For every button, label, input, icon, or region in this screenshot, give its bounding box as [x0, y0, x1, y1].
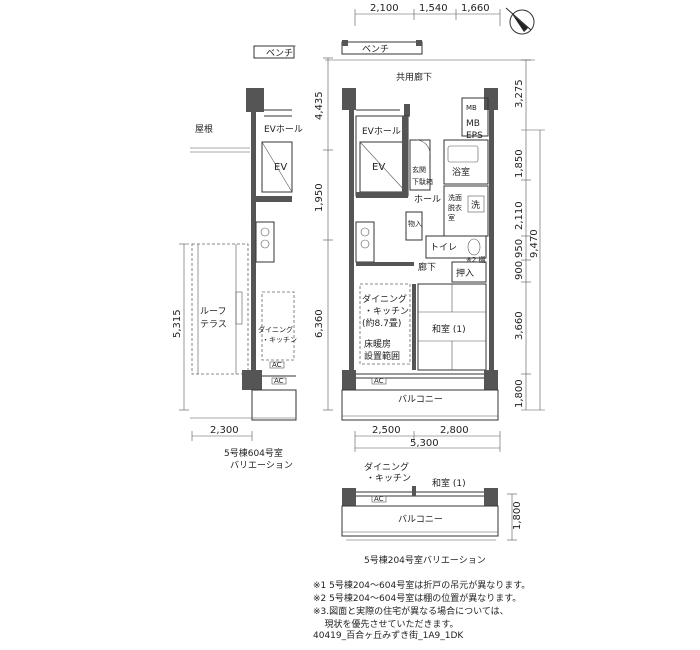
roof-terrace-label-2: テラス [200, 319, 227, 330]
variation-604-plan: ベンチ 屋根 EVホール EV ルーフ テラス ダイニング ・キッチン AC A… [172, 45, 303, 471]
dk-label-2: ・キッチン [364, 306, 409, 317]
ac-label-604a: AC [272, 361, 282, 369]
bench [341, 41, 423, 55]
top-dimension-line: 2,100 1,540 1,660 [354, 3, 501, 26]
ac-label-main: AC [374, 377, 384, 385]
dim-right-6: 3,660 [514, 311, 525, 340]
eps-label: EPS [466, 131, 483, 141]
shelf-mark-label: ※2 棚 [466, 255, 486, 264]
roof-terrace-label-1: ルーフ [200, 307, 226, 317]
note-4: 現状を優先させていただきます。 [313, 620, 459, 630]
variation-604-label-2: バリエーション [230, 460, 293, 471]
dim-right-5: 900 [514, 261, 525, 280]
hall-label: ホール [414, 194, 441, 205]
shoe-box-label: 下駄箱 [412, 177, 433, 186]
roof-label: 屋根 [195, 123, 213, 135]
dim-bottom-total: 5,300 [410, 438, 439, 449]
floor-heating-area [359, 283, 411, 365]
dim-right-total: 9,470 [529, 229, 540, 258]
north-arrow-icon [505, 7, 535, 35]
washroom-label-2: 脱衣 [448, 203, 462, 212]
ev-label: EV [372, 162, 385, 173]
footer-code: 40419_百合ヶ丘みずき街_1A9_1DK [313, 631, 464, 641]
dim-right-7: 1,800 [514, 379, 525, 408]
floor-heat-label-2: 設置範囲 [364, 350, 400, 362]
note-2: ※2 5号棟204～604号室は棚の位置が異なります。 [313, 594, 522, 604]
corridor-label: 共用廊下 [396, 71, 432, 83]
dk-604-label-1: ダイニング [258, 325, 293, 334]
note-1: ※1 5号棟204～604号室は折戸の吊元が異なります。 [313, 581, 531, 591]
dim-right-3: 2,110 [514, 201, 525, 230]
bath-label: 浴室 [452, 166, 470, 178]
left-dimension-line: 4,435 1,950 6,360 [314, 57, 333, 411]
ev-label-604: EV [274, 162, 287, 173]
dk-204-label-2: ・キッチン [366, 473, 411, 484]
variation-204-label: 5号棟204号室バリエーション [364, 554, 486, 566]
dim-604-width: 2,300 [210, 425, 239, 436]
dim-left-3: 6,360 [314, 309, 325, 338]
toilet-label: トイレ [430, 243, 457, 253]
dim-right-2: 1,850 [514, 149, 525, 178]
dim-left-1: 4,435 [314, 91, 325, 120]
note-3: ※3.図面と実際の住宅が異なる場合については、 [313, 607, 509, 617]
dim-left-2: 1,950 [314, 183, 325, 212]
ev-hall-label: EVホール [362, 126, 401, 137]
dim-604-height: 5,315 [172, 309, 183, 338]
notes-block: ※1 5号棟204～604号室は折戸の吊元が異なります。 ※2 5号棟204～6… [313, 580, 530, 632]
closet-label: 押入 [456, 267, 474, 279]
right-dimension-line: 3,275 1,850 2,110 950 900 3,660 1,800 9,… [514, 59, 545, 411]
dim-top-1: 2,100 [370, 3, 399, 14]
ac-label-204: AC [374, 495, 384, 503]
washroom-label-3: 室 [448, 213, 455, 222]
bench-label-604: ベンチ [266, 48, 293, 59]
dim-204-height: 1,800 [512, 501, 523, 530]
hallway-label: 廊下 [418, 261, 436, 273]
dim-right-4: 950 [514, 239, 525, 258]
washer-label: 洗 [471, 199, 480, 211]
dim-bottom-1: 2,500 [372, 425, 401, 436]
mb-text: MB [466, 119, 480, 129]
dk-604-label-2: ・キッチン [262, 336, 297, 344]
storage-label: 物入 [408, 219, 422, 228]
balcony-204-label: バルコニー [398, 514, 443, 525]
variation-604-label-1: 5号棟604号室 [224, 447, 283, 459]
dim-bottom-2: 2,800 [440, 425, 469, 436]
bench-label: ベンチ [362, 44, 389, 55]
entrance-label: 玄関 [412, 165, 426, 174]
dk-label-1: ダイニング [362, 293, 407, 305]
dim-top-3: 1,660 [461, 3, 490, 14]
floor-heat-label-1: 床暖房 [364, 338, 391, 350]
dk-204-label-1: ダイニング [364, 461, 409, 473]
ac-label-604b: AC [274, 377, 284, 385]
balcony-label: バルコニー [398, 394, 443, 405]
variation-204-plan: ダイニング ・キッチン 和室 (1) AC バルコニー 1,800 5号棟204… [341, 461, 523, 566]
washitsu-label: 和室 (1) [432, 323, 466, 335]
bottom-dimension-line: 2,500 2,800 5,300 [354, 425, 501, 452]
dim-top-2: 1,540 [419, 3, 448, 14]
dim-right-1: 3,275 [514, 79, 525, 108]
ev-hall-label-604: EVホール [264, 124, 303, 135]
mb-label: MB [466, 104, 477, 112]
dk-label-3: (約8.7畳) [362, 317, 401, 329]
washroom-label: 洗面 [448, 193, 462, 202]
washitsu-204-label: 和室 (1) [432, 477, 466, 489]
